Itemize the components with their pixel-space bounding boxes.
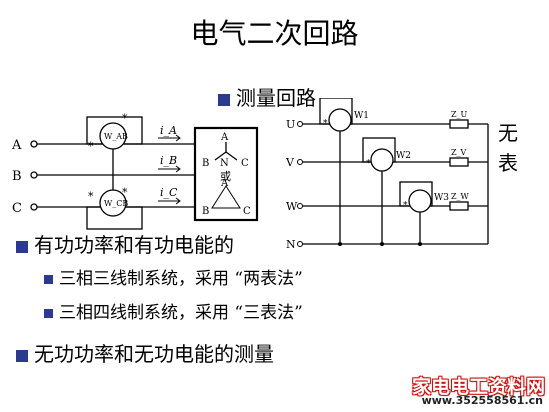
- bullet-square-icon: [16, 240, 28, 253]
- terminal-a: [30, 140, 38, 148]
- polarity-mark: *: [122, 186, 128, 199]
- polarity-mark: *: [122, 112, 128, 125]
- terminal-a-label: A: [11, 138, 22, 153]
- side-char: 无: [498, 121, 518, 145]
- or-label: 或: [220, 170, 231, 183]
- current-c-label: i_C: [160, 186, 178, 199]
- watermark-text: 家电电工资料网: [411, 376, 545, 398]
- wattmeter-w3: [408, 189, 432, 213]
- wattmeter-w1: [328, 108, 352, 132]
- bullet-item: 有功功率和有功电能的: [16, 229, 234, 258]
- polarity-mark: *: [403, 201, 408, 211]
- terminal-c-label: C: [12, 201, 22, 216]
- bullet-text: 三相三线制系统，采用 “两表法”: [59, 269, 303, 289]
- bullet-text: 有功功率和有功电能的: [34, 233, 234, 257]
- load-zu: [449, 119, 469, 129]
- terminal-b-label: B: [12, 169, 22, 184]
- current-a-label: i_A: [160, 124, 177, 137]
- line-n-label: N: [286, 238, 296, 251]
- load-zw-label: Z_W: [451, 192, 470, 201]
- terminal-b: [30, 171, 38, 179]
- meter-w3-label: W3: [434, 193, 449, 203]
- load-zw: [449, 201, 469, 211]
- bullet-square-icon: [218, 93, 230, 106]
- polarity-mark: *: [366, 159, 371, 169]
- star-label-n: N: [220, 158, 229, 169]
- star-label-a: A: [220, 132, 229, 143]
- watermark-url: www.352558561.cn: [421, 394, 543, 407]
- subheading-text: 测量回路: [236, 86, 316, 110]
- load-zv: [449, 157, 469, 167]
- bullet-square-icon: [16, 349, 28, 362]
- line-w-label: W: [286, 200, 298, 213]
- bullet-item: 无功功率和无功电能的测量: [16, 338, 274, 367]
- bullet-item: 三相四线制系统，采用 “三表法”: [44, 298, 303, 323]
- delta-label-a: A: [220, 178, 229, 189]
- line-u-label: U: [286, 118, 295, 131]
- bullet-text: 无功功率和无功电能的测量: [34, 342, 274, 366]
- bullet-text: 三相四线制系统，采用 “三表法”: [59, 303, 303, 323]
- line-v-label: V: [285, 156, 295, 169]
- load-box: [193, 126, 259, 222]
- meter-w2-label: W2: [396, 151, 411, 161]
- star-label-c: C: [241, 158, 249, 169]
- two-wattmeter-diagram: A B C W_AB W_CB i_A i_B i_C * * * * A B …: [11, 112, 259, 230]
- delta-label-b: B: [202, 206, 209, 217]
- load-zu-label: Z_U: [451, 110, 468, 119]
- wattmeter-w2: [370, 148, 394, 172]
- meter-wab-label: W_AB: [104, 132, 128, 141]
- bullet-item: 三相三线制系统，采用 “两表法”: [44, 264, 303, 289]
- three-wattmeter-diagram: U V W N W1 W2 W3 Z_U Z_V Z_W * * *: [285, 98, 489, 251]
- load-zv-label: Z_V: [451, 148, 467, 157]
- bullet-square-icon: [44, 275, 53, 284]
- polarity-mark: *: [88, 190, 94, 203]
- polarity-mark: *: [323, 119, 328, 129]
- delta-label-c: C: [243, 206, 251, 217]
- page-title: 电气二次回路: [190, 17, 359, 50]
- current-b-label: i_B: [160, 154, 177, 167]
- subheading: 测量回路: [218, 82, 316, 111]
- star-label-b: B: [202, 158, 209, 169]
- side-text: 无 表: [498, 118, 518, 178]
- bullet-square-icon: [44, 309, 53, 318]
- meter-wcb-label: W_CB: [104, 199, 128, 208]
- polarity-mark: *: [88, 140, 94, 153]
- side-char: 表: [498, 151, 518, 175]
- terminal-c: [30, 203, 38, 211]
- meter-w1-label: W1: [354, 111, 369, 121]
